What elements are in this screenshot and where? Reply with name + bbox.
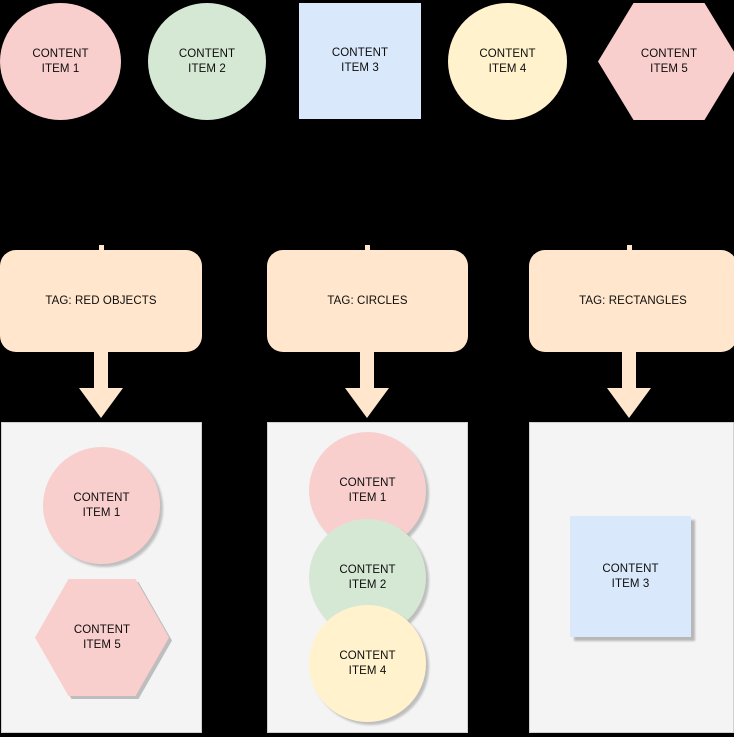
source-shape-item-3-label: CONTENT ITEM 3 [331, 47, 389, 74]
tag-red-objects-label: TAG: RED OBJECTS [45, 295, 157, 307]
arrow-red-objects-shaft [94, 352, 108, 389]
tag-connector-stub-red-objects [99, 245, 104, 251]
result-shape-item-4-label: CONTENT ITEM 4 [339, 649, 396, 677]
result-shape-item-1b-label: CONTENT ITEM 1 [339, 476, 396, 504]
tag-circles-label: TAG: CIRCLES [327, 295, 408, 307]
source-shape-item-1[interactable]: CONTENT ITEM 1 [0, 3, 121, 120]
arrow-red-objects-head [79, 388, 123, 418]
result-shape-item-5[interactable]: CONTENT ITEM 5 [35, 579, 172, 699]
result-shape-item-1-label: CONTENT ITEM 1 [73, 491, 130, 519]
result-shape-item-4[interactable]: CONTENT ITEM 4 [309, 605, 426, 722]
source-shape-item-3[interactable]: CONTENT ITEM 3 [299, 3, 421, 119]
arrow-rectangles-head [607, 388, 651, 418]
tag-connector-stub-rectangles [627, 245, 632, 251]
source-shape-item-4-label: CONTENT ITEM 4 [479, 47, 536, 75]
result-shape-item-3-label: CONTENT ITEM 3 [602, 562, 659, 590]
source-shape-item-5-label: CONTENT ITEM 5 [640, 47, 698, 75]
result-shape-item-3[interactable]: CONTENT ITEM 3 [570, 516, 691, 637]
result-shape-item-1[interactable]: CONTENT ITEM 1 [43, 447, 160, 564]
source-shape-item-4[interactable]: CONTENT ITEM 4 [448, 3, 567, 120]
tag-rectangles[interactable]: TAG: RECTANGLES [529, 250, 734, 352]
arrow-circles-head [345, 388, 389, 418]
tag-red-objects[interactable]: TAG: RED OBJECTS [0, 250, 202, 352]
result-shape-item-5-label: CONTENT ITEM 5 [73, 623, 131, 651]
source-shape-item-2[interactable]: CONTENT ITEM 2 [148, 3, 266, 120]
source-shape-item-2-label: CONTENT ITEM 2 [178, 47, 236, 75]
source-shape-item-5[interactable]: CONTENT ITEM 5 [598, 3, 734, 120]
arrow-rectangles-shaft [622, 352, 636, 389]
source-shape-item-1-label: CONTENT ITEM 1 [32, 47, 89, 75]
result-shape-item-2-label: CONTENT ITEM 2 [339, 563, 396, 591]
tag-connector-stub-circles [365, 245, 370, 251]
tag-circles[interactable]: TAG: CIRCLES [267, 250, 468, 352]
tag-rectangles-label: TAG: RECTANGLES [579, 295, 687, 307]
arrow-circles-shaft [360, 352, 374, 389]
